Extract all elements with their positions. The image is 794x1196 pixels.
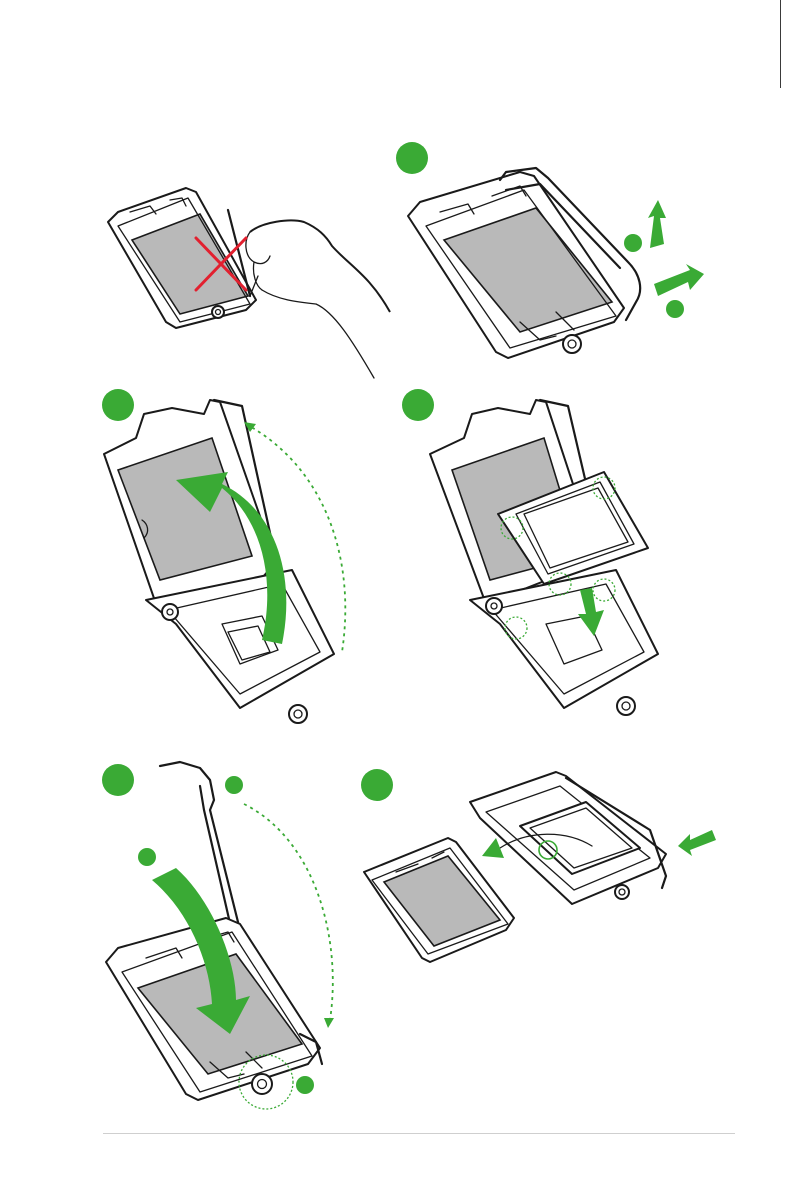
arrow-up-icon	[648, 200, 666, 248]
panel-lift-load-plate	[102, 389, 345, 723]
panel-do-not-touch	[108, 188, 390, 378]
panel-remove-cap	[361, 769, 716, 962]
arrow-right-icon	[654, 264, 704, 296]
step-badge	[296, 1076, 314, 1094]
socket-screw-icon	[252, 1074, 272, 1094]
panel-close-lever	[102, 762, 334, 1109]
step-badge	[361, 769, 393, 801]
step-badge	[396, 142, 428, 174]
panel-release-lever	[396, 142, 704, 358]
hand-icon	[250, 220, 390, 312]
socket-screw-icon	[563, 335, 581, 353]
step-badge	[666, 300, 684, 318]
footer-rule	[103, 1133, 735, 1134]
socket-screw-icon	[212, 306, 224, 318]
step-badge	[402, 389, 434, 421]
socket-screw-icon	[617, 697, 635, 715]
arrow-left-push-icon	[678, 830, 716, 856]
step-badge	[624, 234, 642, 252]
step-badge	[138, 848, 156, 866]
socket-screw-icon	[289, 705, 307, 723]
panel-insert-cpu	[402, 389, 658, 715]
socket-screw-icon	[615, 885, 629, 899]
step-badge	[102, 389, 134, 421]
step-badge	[102, 764, 134, 796]
step-badge	[225, 776, 243, 794]
